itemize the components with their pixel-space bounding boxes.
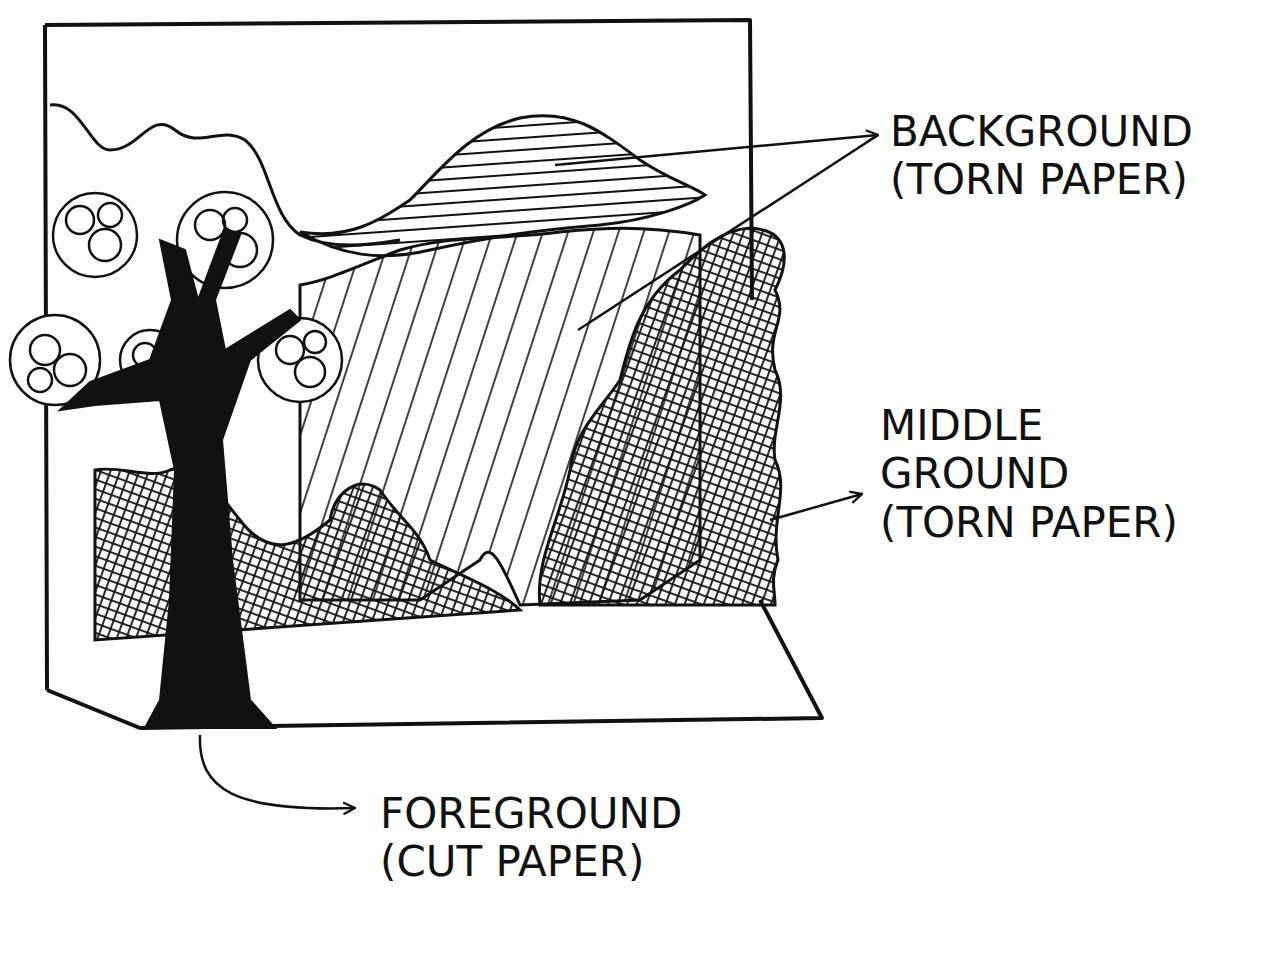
callout-label: BACKGROUND (TORN PAPER) xyxy=(890,108,1209,205)
leader-line xyxy=(770,494,862,520)
card-frame xyxy=(45,20,822,728)
leader-line xyxy=(555,135,878,165)
callout-label: FOREGROUND (CUT PAPER) xyxy=(380,790,699,887)
middle-ground-rock xyxy=(539,228,784,605)
middle-ground-bush xyxy=(95,468,520,640)
leader-lines xyxy=(200,135,878,808)
callout-label: MIDDLE GROUND (TORN PAPER) xyxy=(880,402,1199,547)
sky-line xyxy=(50,105,400,245)
leader-line xyxy=(200,735,355,808)
tree-trunk xyxy=(60,228,300,728)
leader-line xyxy=(578,135,878,330)
